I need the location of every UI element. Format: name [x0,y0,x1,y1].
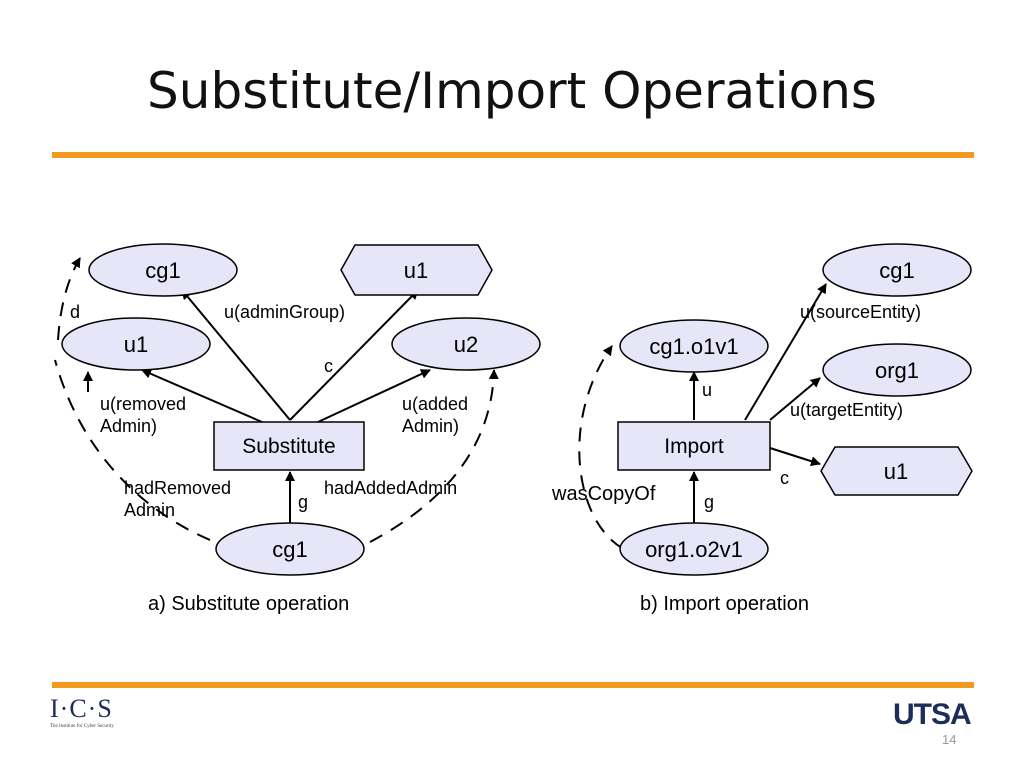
edge-import-to-org1 [769,377,821,421]
label-org1: org1 [875,358,919,383]
node-cg1-top [88,243,238,297]
edge-label-c-import: c [780,468,789,488]
edge-was-copy-of-dashed [578,345,623,549]
edge-label-admin-group: u(adminGroup) [224,302,345,322]
edge-label-u: u [702,380,712,400]
node-org1-o2v1 [619,522,769,576]
node-org1 [822,343,972,397]
label-cg1-import: cg1 [879,258,914,283]
label-u1-hex-import: u1 [884,459,908,484]
label-cg1-bottom: cg1 [272,537,307,562]
node-u2 [391,317,541,371]
edge-import-to-u1 [769,447,821,467]
node-u1 [61,317,211,371]
edge-label-had-removed-1: hadRemoved [124,478,231,498]
edge-substitute-to-cg1 [181,289,291,421]
edge-label-g-substitute: g [298,492,308,512]
label-u1: u1 [124,332,148,357]
edge-label-c-substitute: c [324,356,333,376]
label-substitute-activity: Substitute [242,435,335,458]
edge-label-had-added: hadAddedAdmin [324,478,457,498]
edge-label-d: d [70,302,80,322]
edge-substitute-to-u1 [141,368,263,423]
edge-d-dashed [57,257,81,341]
edge-label-added-1: u(added [402,394,468,414]
node-import-activity [617,421,771,471]
ics-logo-letters: I·C·S [50,694,113,723]
edge-label-added-2: Admin) [402,416,459,436]
top-divider [52,152,974,158]
edge-substitute-to-u1-hex [289,289,419,421]
edge-label-was-copy-of: wasCopyOf [551,483,656,505]
edge-label-target: u(targetEntity) [790,400,903,420]
node-u1-hex [340,244,493,296]
ics-logo: I·C·S The Institute for Cyber Security [50,694,114,730]
label-u2: u2 [454,332,478,357]
edge-label-had-removed-2: Admin [124,500,175,520]
edge-had-removed-dashed [54,359,211,541]
node-u1-hex-import [820,446,973,496]
bottom-divider [52,682,974,688]
ics-logo-subtitle: The Institute for Cyber Security [50,724,114,729]
label-org1-o2v1: org1.o2v1 [645,537,743,562]
node-substitute-activity [213,421,365,471]
edge-substitute-to-u2 [317,369,431,423]
label-cg1-o1v1: cg1.o1v1 [649,334,738,359]
label-cg1-top: cg1 [145,258,180,283]
edge-import-to-cg1 [744,283,827,421]
label-import-activity: Import [664,435,724,458]
label-u1-hex: u1 [404,258,428,283]
edge-had-added-dashed [369,369,499,543]
edge-label-removed-1: u(removed [100,394,186,414]
edge-label-removed-2: Admin) [100,416,157,436]
caption-import: b) Import operation [640,593,809,615]
utsa-logo: UTSA [893,698,972,731]
edge-label-g-import: g [704,492,714,512]
caption-substitute: a) Substitute operation [148,593,349,615]
edge-label-source: u(sourceEntity) [800,302,921,322]
slide-title: Substitute/Import Operations [147,62,877,120]
node-cg1-import [822,243,972,297]
page-number: 14 [942,732,957,747]
node-cg1-bottom [215,522,365,576]
node-cg1-o1v1 [619,319,769,373]
